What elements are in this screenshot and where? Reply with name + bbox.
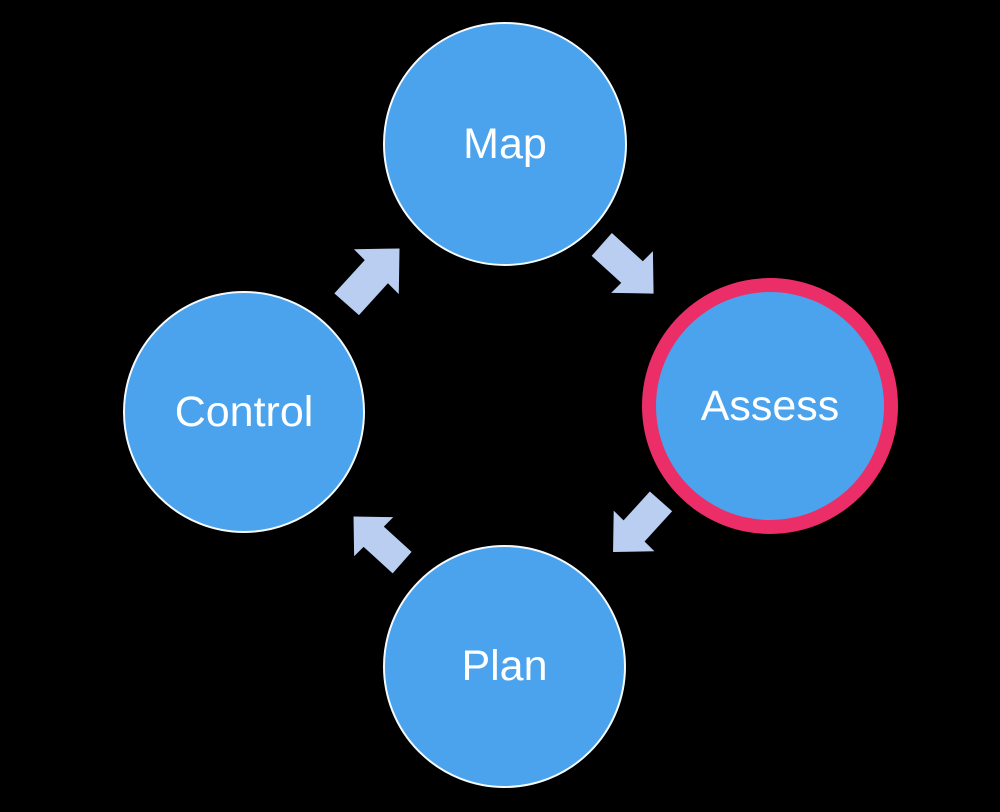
node-control: Control xyxy=(123,291,365,533)
node-map-label: Map xyxy=(463,119,547,168)
node-map: Map xyxy=(383,22,627,266)
arrow-assess-to-plan xyxy=(613,491,673,552)
node-control-label: Control xyxy=(174,387,314,436)
arrow-control-to-map xyxy=(334,248,400,316)
node-plan-label: Plan xyxy=(461,642,548,690)
node-assess: Assess xyxy=(656,292,884,520)
arrow-map-to-assess xyxy=(591,232,654,294)
node-plan: Plan xyxy=(383,545,626,788)
node-assess-label: Assess xyxy=(700,381,840,430)
arrow-plan-to-control xyxy=(353,516,412,574)
